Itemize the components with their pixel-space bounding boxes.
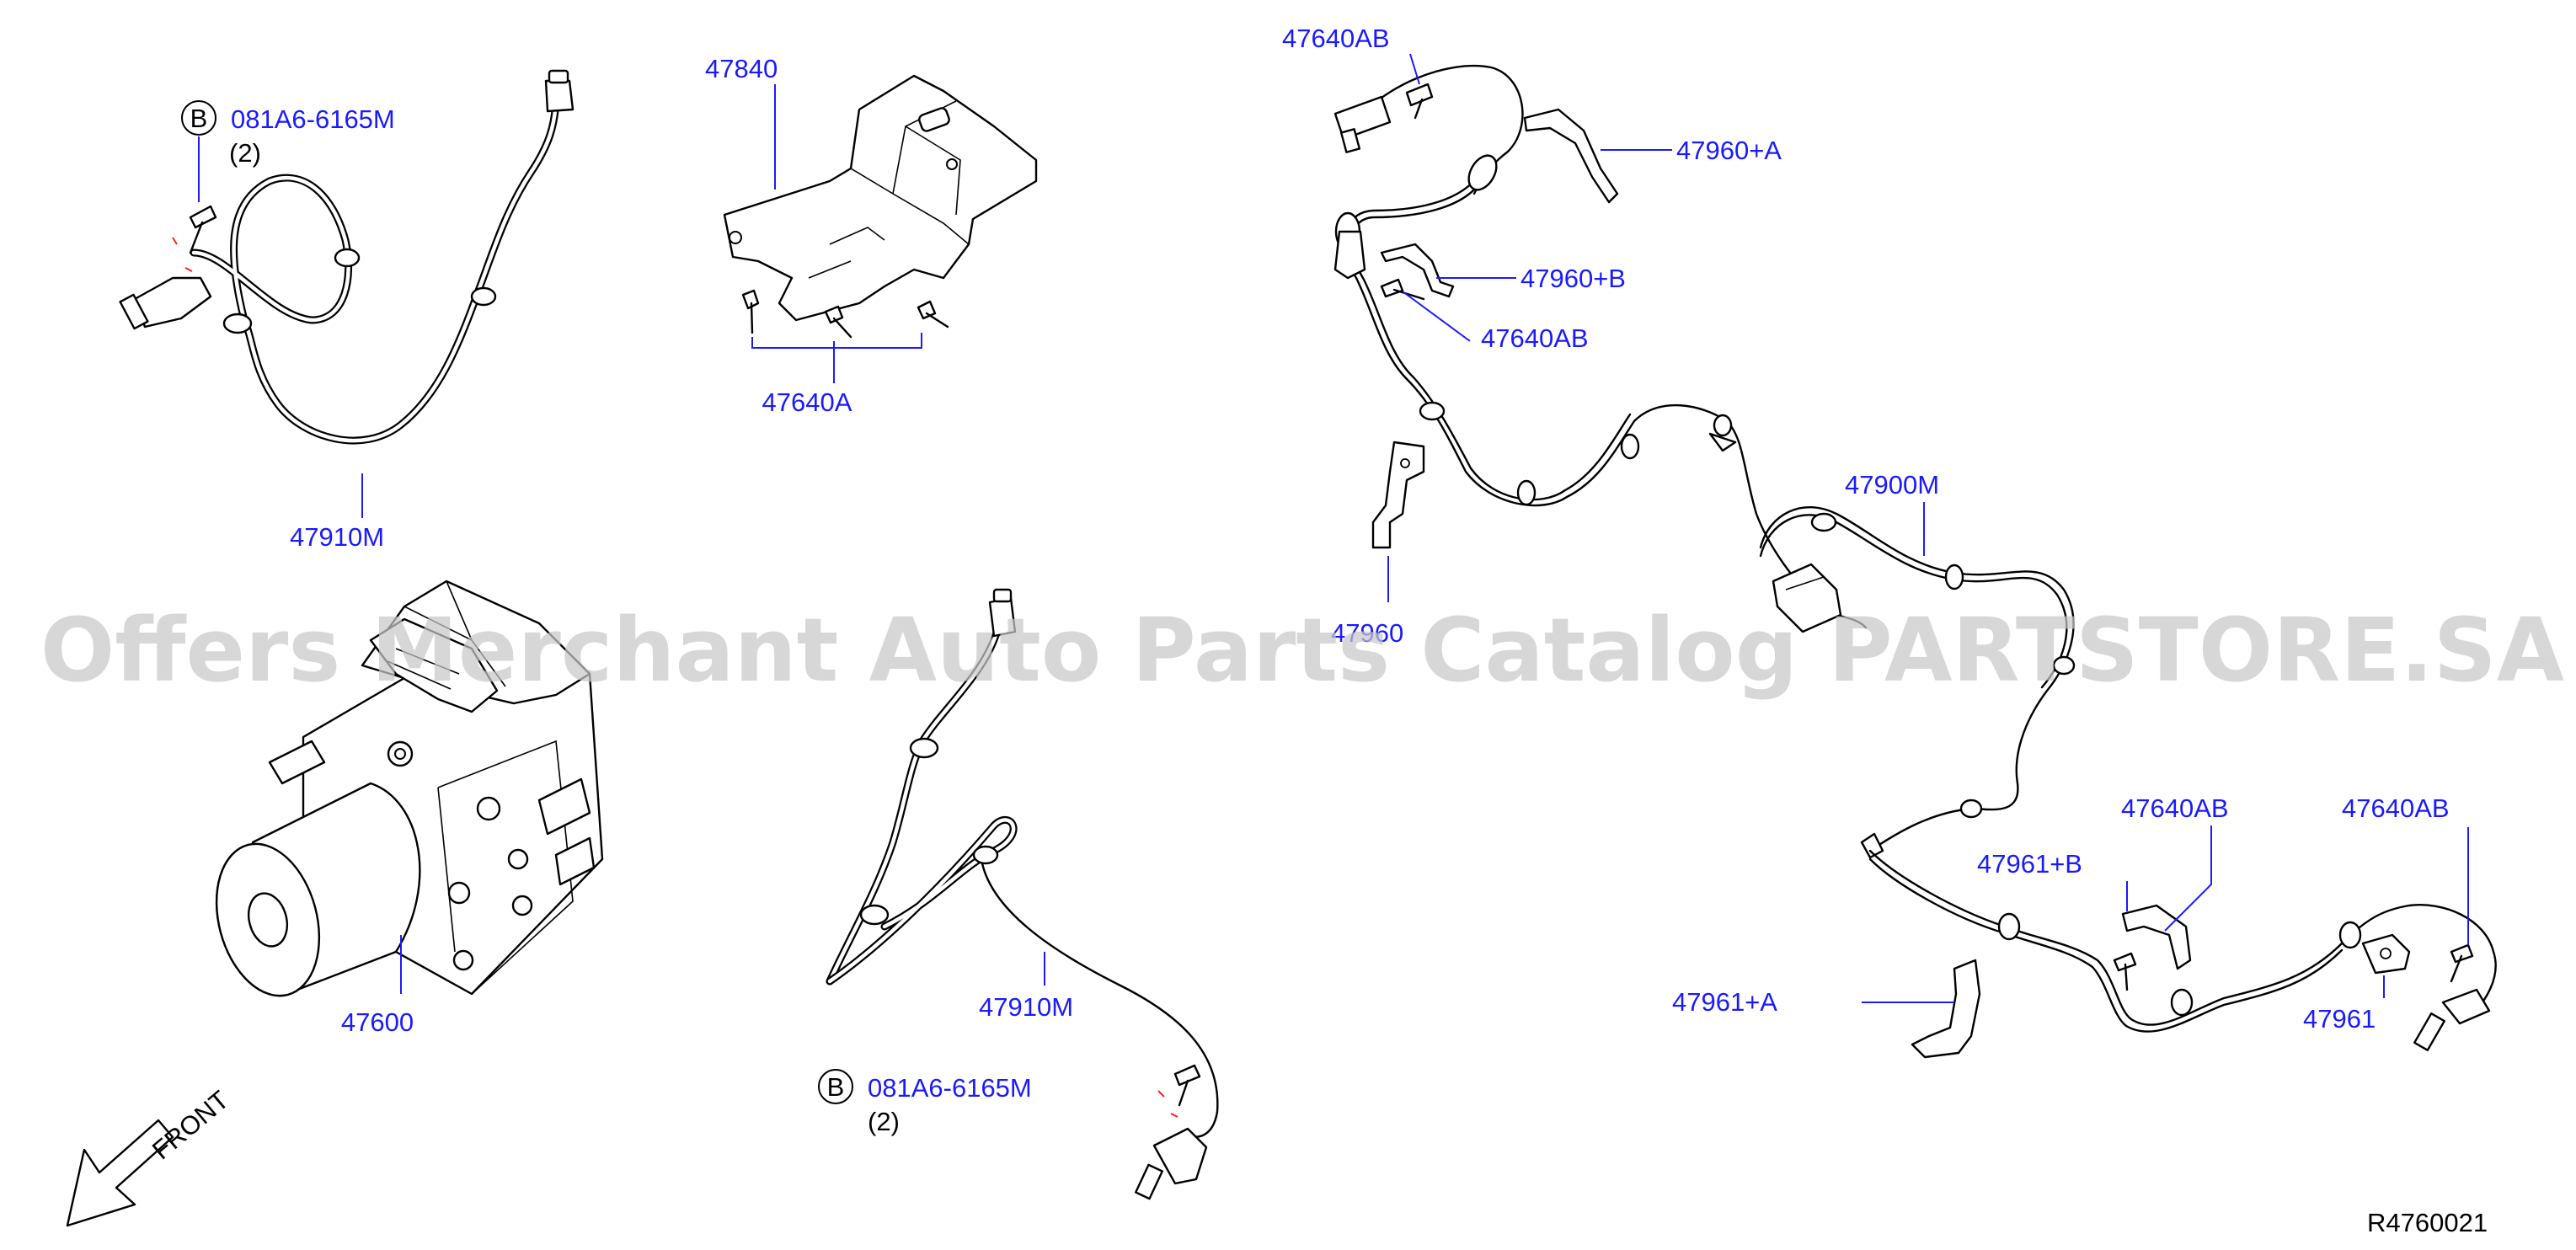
bracket-47960a[interactable] [1523,108,1619,204]
label-47961a: 47961+A [1672,987,1777,1017]
sensor-47910m-top[interactable] [119,69,575,445]
label-47910m-bottom: 47910M [979,992,1073,1022]
callout-47600: 47600 [341,935,414,1037]
label-47600: 47600 [341,1007,414,1037]
callout-47910m-top: 47910M [290,473,384,552]
bolt-081a6-6165m-top[interactable] [189,205,217,254]
callout-bolt-b-top: B 081A6-6165M (2) [181,100,395,202]
callout-47910m-bottom: 47910M [979,952,1073,1022]
label-qty-top: (2) [229,138,261,168]
callout-47960b: 47960+B [1436,264,1626,293]
callout-bolt-b-bottom: B 081A6-6165M (2) [818,1069,1032,1136]
label-081a6-6165m-bottom: 081A6-6165M [868,1073,1032,1103]
callout-47640ab-top: 47640AB [1282,24,1420,85]
label-47900m: 47900M [1845,470,1939,499]
bracket-47960b[interactable] [1380,243,1455,298]
label-47960: 47960 [1331,618,1403,648]
reference-code: R4760021 [2367,1208,2488,1237]
callout-47961a: 47961+A [1672,987,1954,1017]
label-47640ab-top: 47640AB [1282,24,1390,53]
label-47840: 47840 [705,54,778,83]
callout-47640ab-right1: 47640AB [2121,793,2229,932]
callout-47961: 47961 [2303,975,2385,1034]
bolt-081a6-6165m-bottom[interactable] [1173,1064,1201,1107]
bolts-47640a[interactable] [741,289,949,339]
callout-47640ab-right2: 47640AB [2342,793,2469,945]
harness-47900m[interactable] [1333,64,2497,1052]
bolts-47640ab[interactable] [1380,83,2474,991]
callout-47960a: 47960+A [1601,136,1782,165]
label-47640ab-mid: 47640AB [1481,323,1589,353]
abs-actuator-47600[interactable] [200,580,604,1007]
callout-47961b: 47961+B [1977,849,2128,911]
label-47640ab-right2: 47640AB [2342,793,2450,823]
callout-47640ab-mid: 47640AB [1402,291,1589,353]
callout-47640a: 47640A [751,333,922,417]
bracket-47840[interactable] [723,74,1038,322]
label-081a6-6165m-top: 081A6-6165M [231,104,395,134]
watermark-text: Offers Merchant Auto Parts Catalog PARTS… [40,599,2564,702]
circle-b-label: B [190,104,208,133]
sensor-47910m-bottom[interactable] [826,588,1219,1200]
front-arrow: FRONT [66,1085,234,1227]
bracket-47960[interactable] [1371,441,1425,549]
label-qty-bottom: (2) [868,1107,900,1136]
label-47960a: 47960+A [1676,136,1782,165]
bracket-47961a[interactable] [1911,959,1981,1059]
label-47961: 47961 [2303,1004,2376,1034]
bracket-47961[interactable] [2361,933,2411,975]
callout-47840: 47840 [705,54,778,190]
label-47640a: 47640A [762,387,852,417]
callout-47900m: 47900M [1845,470,1939,556]
callout-47960: 47960 [1331,556,1403,648]
label-47961b: 47961+B [1977,849,2082,879]
label-47910m-top: 47910M [290,522,384,552]
label-47960b: 47960+B [1520,264,1626,293]
label-47640ab-right1: 47640AB [2121,793,2229,823]
circle-b-label-bottom: B [827,1072,845,1102]
